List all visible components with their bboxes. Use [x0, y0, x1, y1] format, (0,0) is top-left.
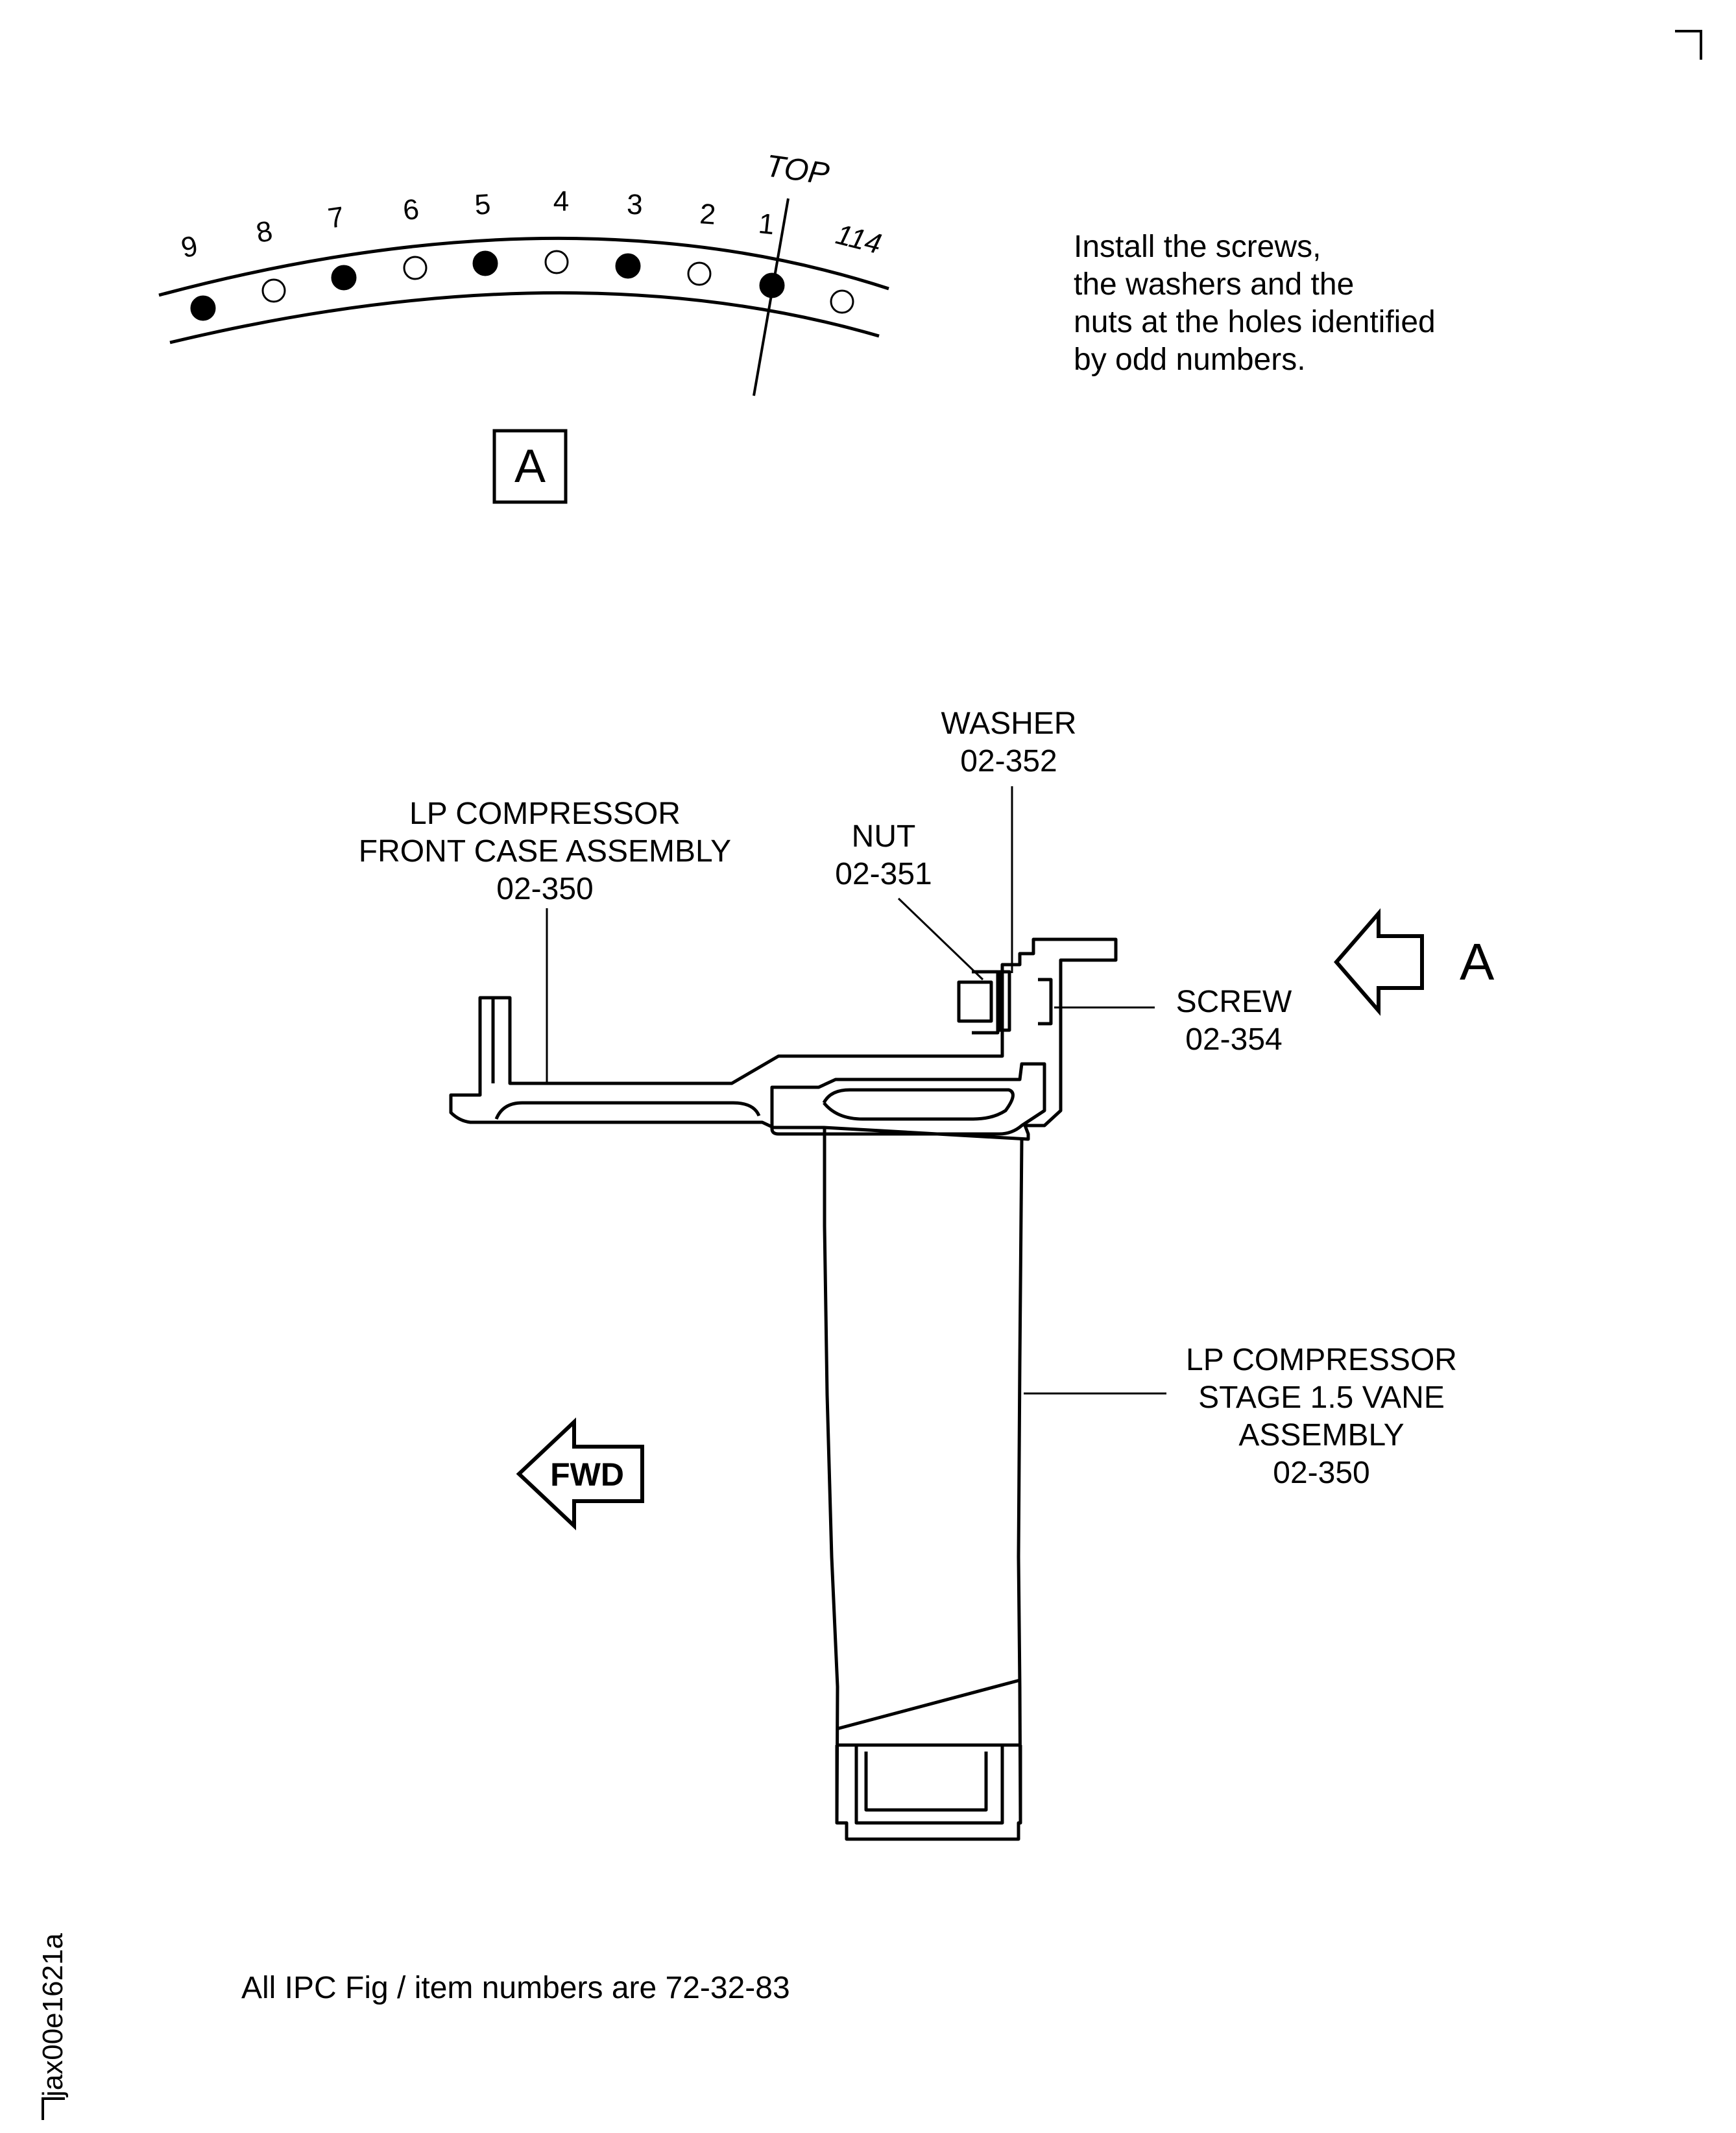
- hole-number-label: 1: [757, 208, 776, 241]
- vane-line2: STAGE 1.5 VANE: [1198, 1380, 1445, 1415]
- front-case-ref: 02-350: [496, 872, 593, 906]
- screw-name: SCREW: [1176, 985, 1292, 1019]
- nut-leader: [897, 897, 984, 981]
- view-a-arrow-label: A: [1460, 933, 1495, 991]
- hole-number-label: 114: [833, 219, 885, 261]
- hole-number-label: 3: [626, 189, 643, 221]
- washer-name: WASHER: [941, 706, 1077, 741]
- leader-lines: [546, 786, 1166, 1395]
- hole-number-label: 7: [326, 201, 346, 235]
- hole-number-label: 8: [254, 215, 275, 249]
- screw-head: [1038, 978, 1053, 1026]
- instruction-line-4: by odd numbers.: [1074, 343, 1306, 377]
- hole-open: [544, 250, 569, 274]
- flange-inner-arc: [169, 291, 880, 344]
- footer-note: All IPC Fig / item numbers are 72-32-83: [241, 1971, 790, 2005]
- fwd-arrow: FWD: [516, 1417, 644, 1530]
- fwd-arrow-icon: [516, 1417, 644, 1530]
- front-case-line1: LP COMPRESSOR: [409, 797, 681, 831]
- view-a-arrow-icon: [1334, 908, 1424, 1017]
- hole-open: [403, 256, 428, 280]
- hole-number-label: 2: [699, 198, 717, 231]
- nut-name: NUT: [852, 819, 916, 854]
- hole-open: [261, 278, 286, 303]
- flange-outer-arc: [158, 236, 889, 297]
- corner-crop-mark: [1675, 30, 1702, 60]
- vane-line3: ASSEMBLY: [1238, 1418, 1404, 1452]
- vane-platform: [770, 1062, 1046, 1136]
- hole-number-label: 4: [553, 186, 569, 217]
- figure-id-bracket: [42, 2097, 65, 2120]
- vane-inner-shroud: [835, 1678, 1022, 1841]
- hole-open: [830, 289, 854, 314]
- nut-ref: 02-351: [835, 857, 932, 891]
- hole-open: [687, 261, 712, 286]
- vane-line1: LP COMPRESSOR: [1186, 1343, 1457, 1377]
- callouts: WASHER 02-352 NUT 02-351 LP COMPRESSOR F…: [359, 706, 1457, 1490]
- vane-airfoil: [823, 1129, 1024, 1824]
- instruction-line-3: nuts at the holes identified: [1074, 305, 1436, 339]
- washer-ref: 02-352: [960, 744, 1057, 778]
- hole-fastened: [331, 265, 357, 291]
- section-view: [449, 937, 1118, 1841]
- hole-number-label: 6: [402, 193, 420, 226]
- hole-number-label: 9: [178, 230, 200, 264]
- top-label: TOP: [764, 149, 831, 191]
- front-case-flange: [449, 937, 1118, 1141]
- instruction-note: Install the screws, the washers and the …: [1074, 230, 1436, 377]
- screw-ref: 02-354: [1185, 1022, 1282, 1057]
- hole-number-label: 5: [474, 188, 492, 221]
- washer-shape: [997, 970, 1011, 1032]
- hole-fastened: [190, 295, 216, 321]
- hole-fastened: [615, 253, 641, 279]
- view-a-hole-pattern: TOP 9 8 7 6 5 4 3 2 1 114 A: [158, 149, 889, 504]
- fwd-label: FWD: [550, 1456, 624, 1493]
- front-case-pocket: [494, 1101, 761, 1120]
- front-case-line2: FRONT CASE ASSEMBLY: [359, 834, 731, 869]
- view-a-label-box: [492, 429, 568, 504]
- figure-id: jax00e1621a: [37, 1933, 69, 2098]
- instruction-line-1: Install the screws,: [1074, 230, 1321, 264]
- vane-ref: 02-350: [1273, 1456, 1369, 1490]
- view-a-label: A: [514, 440, 546, 492]
- view-a-arrow: A: [1334, 908, 1495, 1017]
- nut-shape: [957, 980, 993, 1023]
- vane-platform-pocket: [822, 1088, 1015, 1121]
- hole-fastened: [759, 272, 785, 298]
- hole-fastened: [472, 250, 498, 276]
- instruction-line-2: the washers and the: [1074, 267, 1354, 302]
